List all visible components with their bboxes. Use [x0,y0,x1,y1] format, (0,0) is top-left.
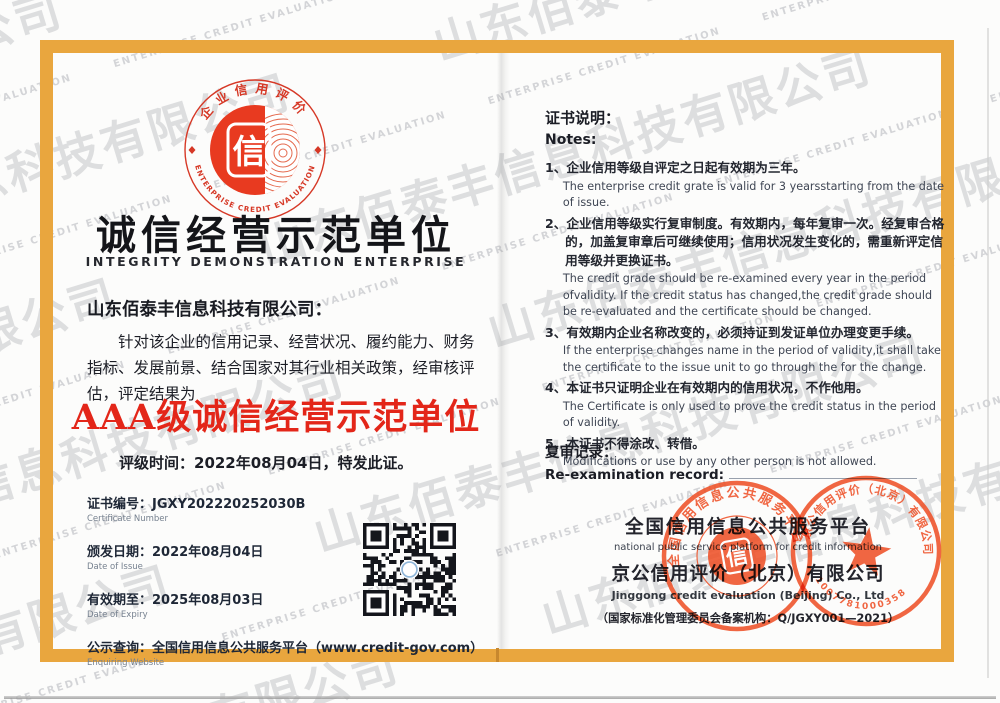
issuer-registration: （国家标准化管理委员会备案机构：Q/JGXY001—2021） [596,612,900,625]
enquiry-website-label-en: Enquiring Website [87,658,165,668]
notes-list: 1、企业信用等级自评定之日起有效期为三年。 The enterprise cre… [545,159,947,474]
reexamination-blank-line [729,466,918,479]
notes-heading-en: Notes: [545,132,597,148]
qr-code [363,523,456,616]
note-item: 2、企业信用等级实行复审制度。有效期内，每年复审一次。经复审合格的，加盖复审章后… [545,215,945,319]
expiry-date-label: 有效期至： [87,593,153,608]
certificate-left-page: 企业信用评价 ENTERPRISE CREDIT EVALUATION 信 诚信… [53,53,500,668]
emblem-center-glyph: 信 [233,132,266,171]
enquiry-website-label: 公示查询： [87,641,153,656]
expiry-date-field: 有效期至：2025年08月03日 Date of Expiry [87,589,497,620]
issue-date-label: 颁发日期： [87,545,153,560]
enquiry-website-value: 全国信用信息公共服务平台（www.credit-gov.com） [152,641,484,656]
platform-seal: 全国信用信息公共服务平台 信 [654,473,813,632]
award-grade: AAA级诚信经营示范单位 [71,397,481,438]
company-seal: 京公信用评价（北京）有限公司 1007781000358 [790,473,944,627]
scan-edge-right [987,28,989,678]
note-item: 3、有效期内企业名称改变的，必须持证到发证单位办理变更手续。 If the en… [545,324,941,374]
issue-date-label-en: Date of Issue [87,562,143,572]
note-item: 1、企业信用等级自评定之日起有效期为三年。 The enterprise cre… [545,160,945,209]
certificate-right-page: 证书说明： Notes: 1、企业信用等级自评定之日起有效期为三年。 The e… [510,53,944,649]
certificate-number-field: 证书编号：JGXY202220252030B Certificate Numbe… [87,493,497,524]
evaluation-paragraph: 针对该企业的信用记录、经营状况、履约能力、财务指标、发展前景、结合国家对其行业相… [87,333,475,403]
note-item: 4、本证书只证明企业在有效期内的信用状况，不作他用。 The Certifica… [545,380,936,429]
certificate-title: 诚信经营示范单位 [96,213,456,259]
company-name: 山东佰泰丰信息科技有限公司： [87,300,332,320]
issue-date-field: 颁发日期：2022年08月04日 Date of Issue [87,541,497,572]
expiry-date-value: 2025年08月03日 [152,593,264,608]
notes-heading-cn: 证书说明： [545,109,621,127]
scan-edge-bottom [4,696,996,699]
reexamination-record: 复审记录： Re-examination record: [545,441,918,483]
rating-date-line: 评级时间：2022年08月04日，特发此证。 [119,454,413,472]
notes-heading: 证书说明： Notes: [545,107,620,148]
certificate-title-en: INTEGRITY DEMONSTRATION ENTERPRISE [85,254,467,269]
reexamination-label-en: Re-examination record: [545,467,725,483]
certificate-number-value: JGXY202220252030B [152,497,306,512]
seal-star-icon [842,527,892,576]
enquiry-website-field: 公示查询：全国信用信息公共服务平台（www.credit-gov.com） En… [87,637,497,668]
platform-seal-center-glyph: 信 [724,542,750,571]
reexamination-label-cn: 复审记录： [545,445,618,461]
issue-date-value: 2022年08月04日 [152,545,264,560]
note-item: 5、本证书不得涂改、转借。 Modifications or use by an… [545,435,877,469]
expiry-date-label-en: Date of Expiry [87,610,148,620]
credit-evaluation-emblem-icon: 企业信用评价 ENTERPRISE CREDIT EVALUATION 信 [184,79,326,221]
certificate-number-label: 证书编号： [87,497,153,512]
certificate-number-label-en: Certificate Number [87,514,168,524]
